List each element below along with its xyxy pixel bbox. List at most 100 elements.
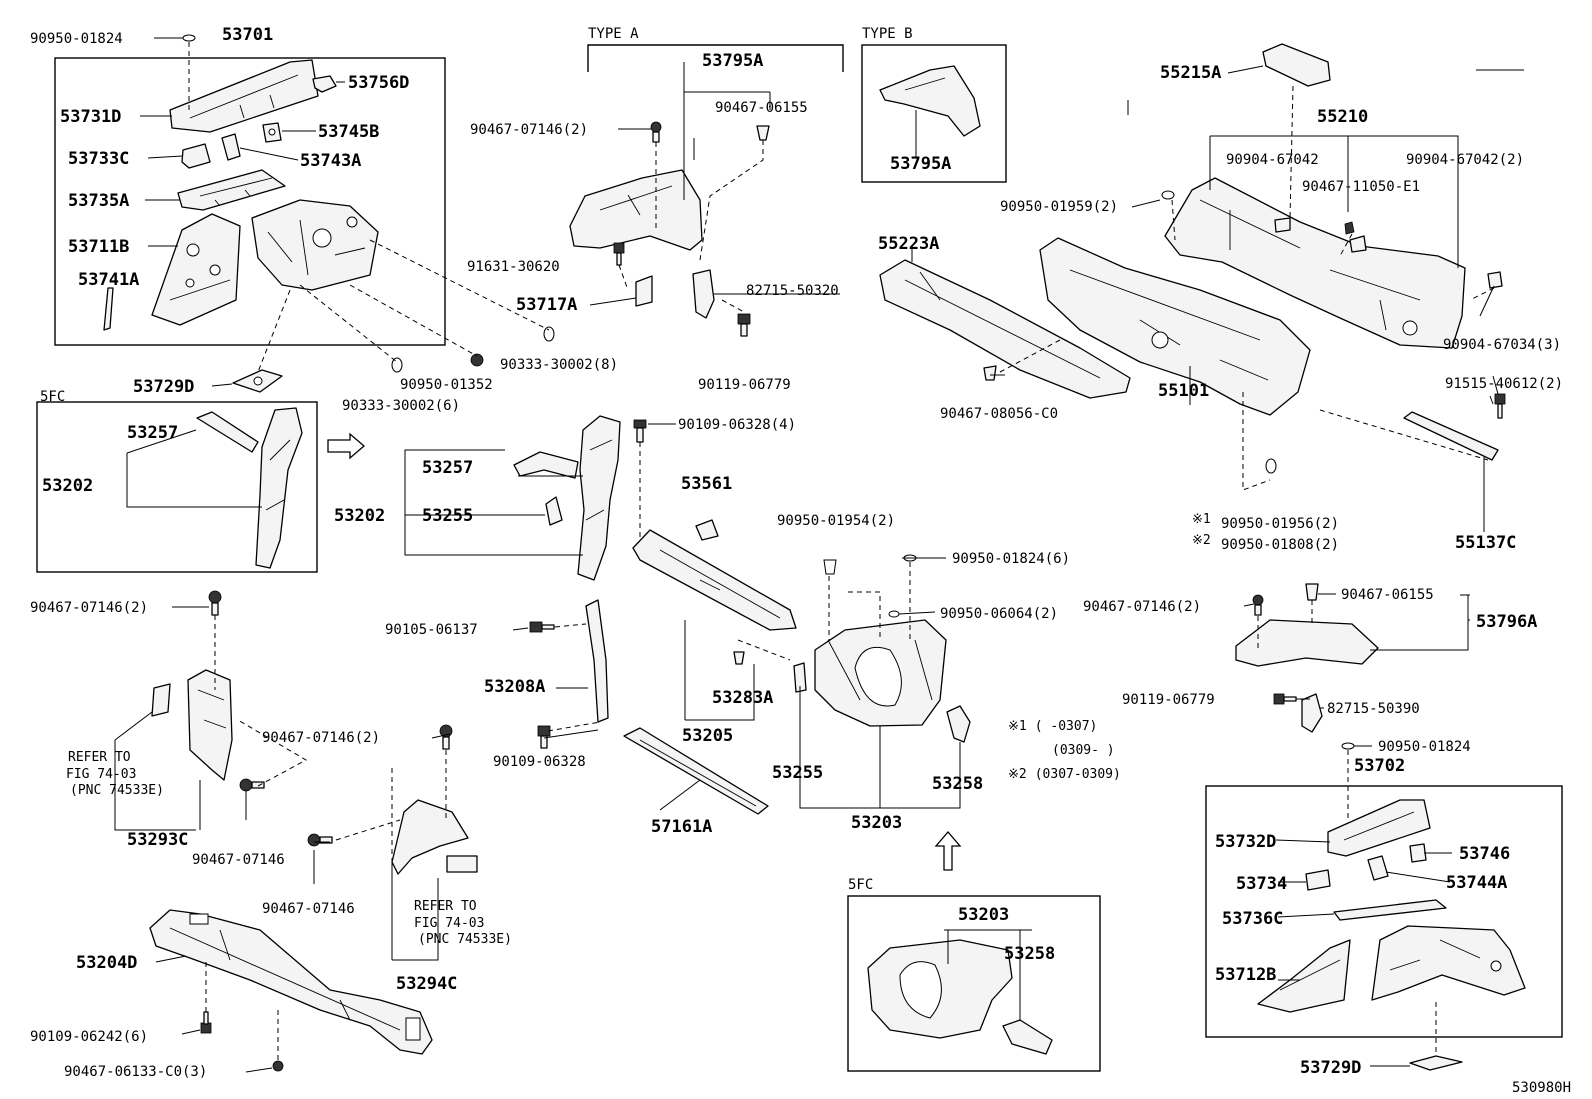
label-90109-06328-4: 90109-06328(4) [678, 417, 796, 433]
part-53204D [149, 909, 433, 1055]
part-53561 [695, 519, 719, 541]
refer-center-line2: FIG 74-03 [414, 916, 484, 931]
label-90333-30002-8: 90333-30002(8) [500, 357, 618, 373]
label-90467-07146-a: 90467-07146 [192, 852, 285, 868]
refer-patch-center [446, 855, 478, 873]
clip-90950-01956-2 [1265, 458, 1277, 474]
arrow-5fc-right [327, 432, 365, 460]
label-90119-06779-r: 90119-06779 [1122, 692, 1215, 708]
label-90467-06155-r: 90467-06155 [1341, 587, 1434, 603]
dashed-lines [188, 42, 1495, 1060]
part-53711B [151, 213, 241, 326]
refer-left-line3: (PNC 74533E) [70, 783, 164, 798]
part-57161A [623, 727, 769, 815]
clip-90333-30002-6 [391, 357, 403, 373]
label-55210: 55210 [1317, 107, 1368, 127]
clip-90950-01824-a [182, 34, 196, 42]
label-53736C: 53736C [1222, 909, 1283, 929]
part-53734 [1305, 869, 1331, 891]
label-90467-07146-2-c: 90467-07146(2) [262, 730, 380, 746]
label-53283A: 53283A [712, 688, 773, 708]
label-53202: 53202 [334, 506, 385, 526]
part-55215A [1262, 43, 1331, 87]
callout-labels: 90950-01824 53701 53731D 53756D 53745B 5… [30, 25, 1571, 1096]
clip-90467-11050-E1 [1344, 221, 1355, 235]
bolt-90467-07146-2-r [1252, 594, 1264, 616]
label-53202-fc: 53202 [42, 476, 93, 496]
label-53257: 53257 [422, 458, 473, 478]
clip-90950-01824-r [1341, 742, 1355, 750]
type-a-bracket [587, 44, 844, 72]
bolt-90119-06779-a [737, 313, 751, 337]
label-53743A: 53743A [300, 151, 361, 171]
label-90950-01956-2: 90950-01956(2) [1221, 516, 1339, 532]
bolt-90119-06779-r [1273, 693, 1297, 705]
label-90950-01824-r: 90950-01824 [1378, 739, 1471, 755]
label-53205: 53205 [682, 726, 733, 746]
label-53258-b: 53258 [1004, 944, 1055, 964]
part-53257-fc [196, 411, 259, 453]
label-53796A: 53796A [1476, 612, 1537, 632]
group-box-53701 [54, 57, 446, 346]
label-90467-07146-2-r: 90467-07146(2) [1083, 599, 1201, 615]
part-53255-a [545, 496, 563, 526]
part-53795A-type-b [879, 65, 981, 137]
label-57161A: 57161A [651, 817, 712, 837]
label-90904-67042: 90904-67042 [1226, 152, 1319, 168]
label-90467-06133-C0-3: 90467-06133-C0(3) [64, 1064, 207, 1080]
label-53733C: 53733C [68, 149, 129, 169]
label-90467-07146-2-a: 90467-07146(2) [470, 122, 588, 138]
clip-90950-01959-2 [1161, 190, 1175, 200]
part-55101 [1039, 237, 1311, 416]
label-53203-a: 53203 [851, 813, 902, 833]
part-82715-50320 [692, 269, 715, 319]
label-53701: 53701 [222, 25, 273, 45]
bolt-90467-07146-b [307, 833, 333, 847]
part-53756D [312, 75, 337, 93]
bolt-90467-07146-2-a [650, 121, 662, 143]
label-90950-01959-2: 90950-01959(2) [1000, 199, 1118, 215]
group-box-5fc-53203 [847, 895, 1101, 1072]
label-note-mark-1: ※1 [1192, 512, 1211, 527]
label-53711B: 53711B [68, 237, 129, 257]
part-53203-b [867, 939, 1013, 1039]
label-82715-50390: 82715-50390 [1327, 701, 1420, 717]
clip-90904-67034-3 [1487, 271, 1503, 289]
part-53258-a [946, 705, 971, 743]
part-53701-apron [251, 199, 379, 291]
clip-90467-06133-C0-3 [272, 1060, 284, 1072]
label-55137C: 55137C [1455, 533, 1516, 553]
label-53795A-b: 53795A [890, 154, 951, 174]
part-55210 [1164, 177, 1466, 349]
label-5fc-top: 5FC [40, 389, 65, 405]
group-box-type-b [861, 44, 1007, 183]
group-box-5fc-53202 [36, 401, 318, 573]
label-90333-30002-6: 90333-30002(6) [342, 398, 460, 414]
label-82715-50320: 82715-50320 [746, 283, 839, 299]
label-53729D-a: 53729D [133, 377, 194, 397]
bolt-91515-40612-2 [1494, 393, 1506, 419]
part-53203-a [814, 619, 947, 727]
label-55223A: 55223A [878, 234, 939, 254]
label-90467-06155-a: 90467-06155 [715, 100, 808, 116]
clip-90950-01352 [470, 353, 484, 367]
label-90109-06242-6: 90109-06242(6) [30, 1029, 148, 1045]
label-53729D-b: 53729D [1300, 1058, 1361, 1078]
label-53203-b: 53203 [958, 905, 1009, 925]
part-53733C [181, 143, 211, 169]
refer-center-line1: REFER TO [414, 899, 477, 914]
label-53255-a: 53255 [422, 506, 473, 526]
part-53746 [1409, 843, 1427, 863]
part-53258-b [1002, 1019, 1053, 1055]
clip-90467-08056-C0 [983, 365, 997, 381]
label-90467-11050-E1: 90467-11050-E1 [1302, 179, 1420, 195]
part-53731D [169, 59, 319, 133]
label-note-mark-2: ※2 [1192, 533, 1211, 548]
part-53702-apron [1371, 925, 1526, 1001]
part-53735A [177, 169, 286, 211]
label-note-2: ※2(0307-0309) [1008, 767, 1121, 782]
label-90467-08056-C0: 90467-08056-C0 [940, 406, 1058, 422]
part-55137C [1403, 411, 1499, 461]
part-53729D-b [1409, 1055, 1463, 1071]
